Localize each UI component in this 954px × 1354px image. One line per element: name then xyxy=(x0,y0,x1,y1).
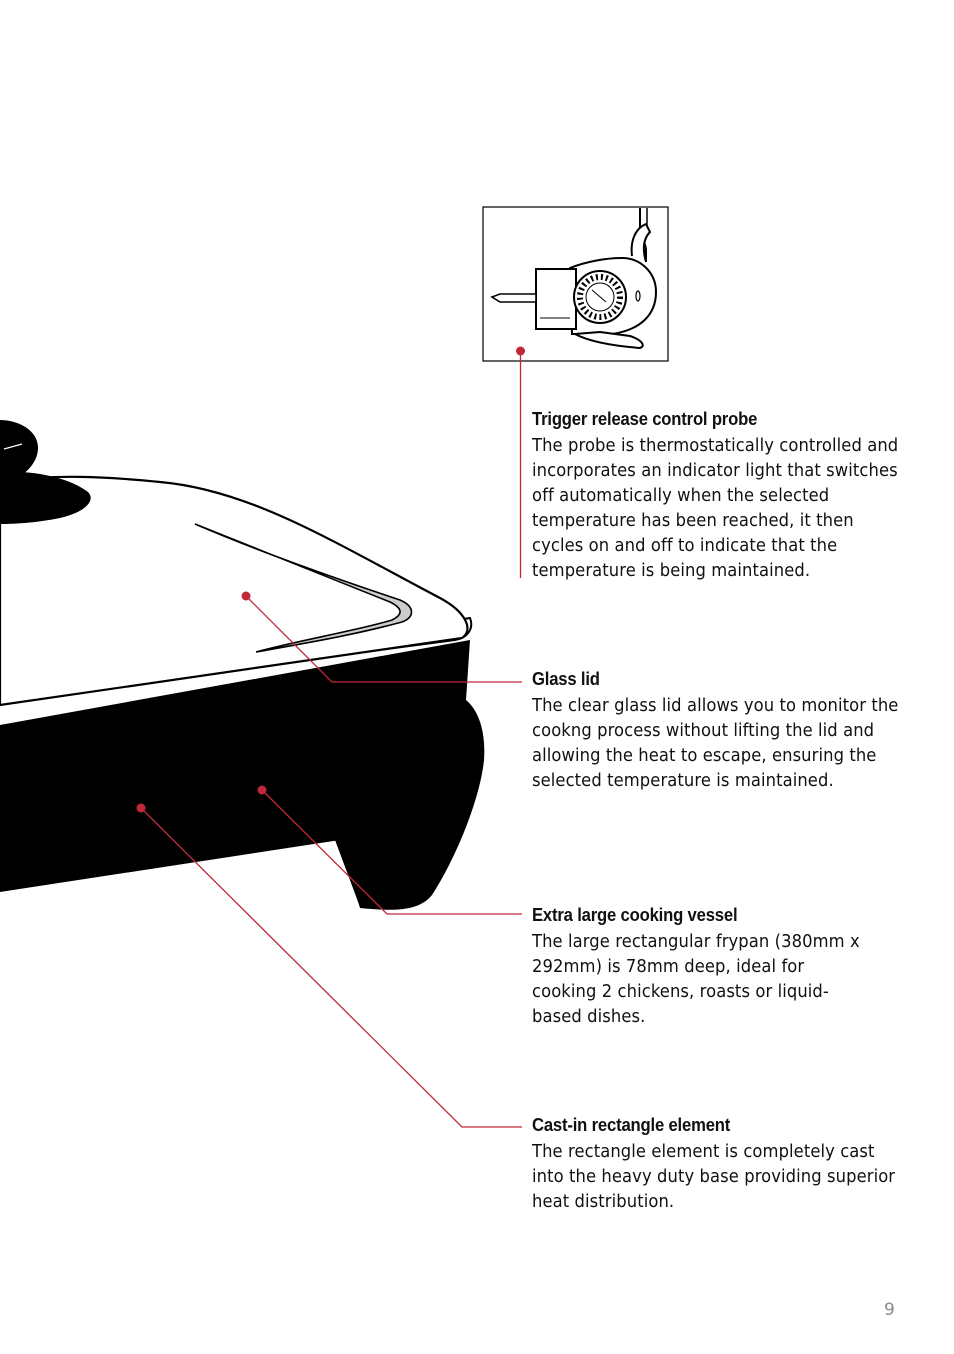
callout-cooking-vessel: Extra large cooking vessel The large rec… xyxy=(532,904,902,1030)
page-number: 9 xyxy=(884,1300,895,1320)
leader-element xyxy=(140,807,522,1128)
leader-vessel xyxy=(261,789,522,915)
callout-body: The clear glass lid allows you to monito… xyxy=(532,696,899,791)
frypan-leg xyxy=(335,700,479,907)
knob-top xyxy=(0,420,38,484)
leader-dot-probe xyxy=(516,346,525,356)
callout-glass-lid: Glass lid The clear glass lid allows you… xyxy=(532,668,902,794)
lid-reflection xyxy=(194,523,413,653)
knob-base xyxy=(0,471,91,524)
leader-dot-vessel xyxy=(257,785,267,795)
callout-title: Extra large cooking vessel xyxy=(532,904,738,925)
leader-dot-element xyxy=(136,803,146,813)
probe-inset-illustration xyxy=(490,208,658,350)
leader-lid xyxy=(245,595,522,683)
glass-lid xyxy=(0,475,469,707)
callout-title: Glass lid xyxy=(532,668,600,689)
callout-body: The rectangle element is completely cast… xyxy=(532,1142,896,1212)
callout-body: The large rectangular frypan (380mm x 29… xyxy=(532,932,860,1027)
callout-probe: Trigger release control probe The probe … xyxy=(532,408,902,584)
callout-element: Cast-in rectangle element The rectangle … xyxy=(532,1114,902,1215)
callout-body: The probe is thermostatically controlled… xyxy=(532,436,899,581)
leader-dot-lid xyxy=(241,591,251,601)
callout-title: Cast-in rectangle element xyxy=(532,1114,731,1135)
callout-title: Trigger release control probe xyxy=(532,408,758,429)
